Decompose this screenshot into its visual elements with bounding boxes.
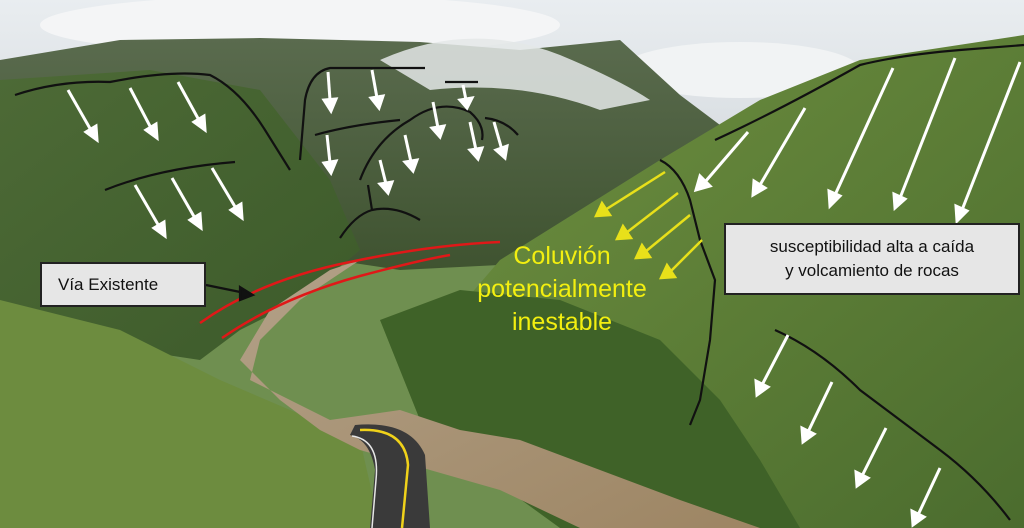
colluvium-label-line-1: Coluvión — [513, 242, 611, 270]
via-existente-callout: Vía Existente — [40, 262, 206, 307]
road — [350, 424, 430, 528]
via-callout-arrow — [205, 283, 256, 302]
river — [240, 260, 760, 528]
cloud-mist — [380, 38, 650, 110]
scarp-lines — [14, 43, 1024, 521]
rockfall-label-line-1: susceptibilidad alta a caída — [769, 237, 975, 256]
colluvium-label: Coluvión potencialmente inestable — [442, 240, 682, 339]
road-edge-line — [351, 435, 378, 528]
colluvium-label-line-3: inestable — [511, 308, 613, 336]
left-foreground-slope — [0, 300, 380, 528]
road-centerline — [359, 428, 410, 528]
colluvium-arrows — [593, 170, 703, 280]
rockfall-arrows — [66, 57, 1022, 528]
rockfall-label-line-2: y volcamiento de rocas — [785, 261, 959, 280]
rockfall-susceptibility-callout: susceptibilidad alta a caída y volcamien… — [724, 223, 1020, 295]
colluvium-label-line-2: potencialmente — [477, 275, 647, 303]
via-existente-label: Vía Existente — [58, 275, 159, 294]
